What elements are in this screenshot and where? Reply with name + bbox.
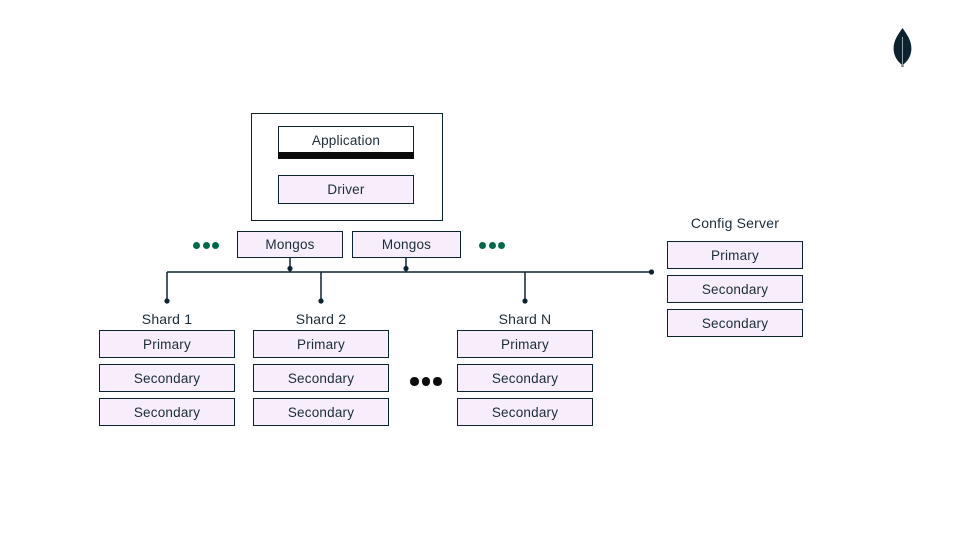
config-server-title: Config Server xyxy=(690,215,780,231)
config-primary-node: Primary xyxy=(667,241,803,269)
mongos-node-2: Mongos xyxy=(352,231,461,258)
shard-2-secondary-node: Secondary xyxy=(253,398,389,426)
application-node: Application xyxy=(278,126,414,154)
shard-1-primary-node: Primary xyxy=(99,330,235,358)
dot xyxy=(498,242,505,249)
mongos-node-1: Mongos xyxy=(237,231,343,258)
ellipsis-mongos-right-icon xyxy=(479,242,505,249)
dot xyxy=(433,377,442,386)
shard-2-title: Shard 2 xyxy=(295,311,347,327)
shard-n-primary-node: Primary xyxy=(457,330,593,358)
dot xyxy=(202,242,210,249)
config-secondary-node: Secondary xyxy=(667,275,803,303)
shard-1-secondary-node: Secondary xyxy=(99,364,235,392)
shard-1-secondary-node: Secondary xyxy=(99,398,235,426)
dot xyxy=(410,377,419,386)
mongodb-leaf-icon xyxy=(892,28,913,72)
shard-n-secondary-node: Secondary xyxy=(457,364,593,392)
application-underline-bar xyxy=(278,152,414,159)
dot xyxy=(212,242,219,249)
dot xyxy=(421,377,430,386)
dot xyxy=(193,242,200,249)
ellipsis-mongos-left-icon xyxy=(193,242,219,249)
shard-1-title: Shard 1 xyxy=(141,311,193,327)
shard-2-secondary-node: Secondary xyxy=(253,364,389,392)
shard-2-primary-node: Primary xyxy=(253,330,389,358)
ellipsis-shards-icon xyxy=(410,377,442,386)
shard-n-secondary-node: Secondary xyxy=(457,398,593,426)
config-secondary-node: Secondary xyxy=(667,309,803,337)
driver-node: Driver xyxy=(278,175,414,204)
dot xyxy=(488,242,496,249)
dot xyxy=(479,242,486,249)
shard-n-title: Shard N xyxy=(498,311,552,327)
